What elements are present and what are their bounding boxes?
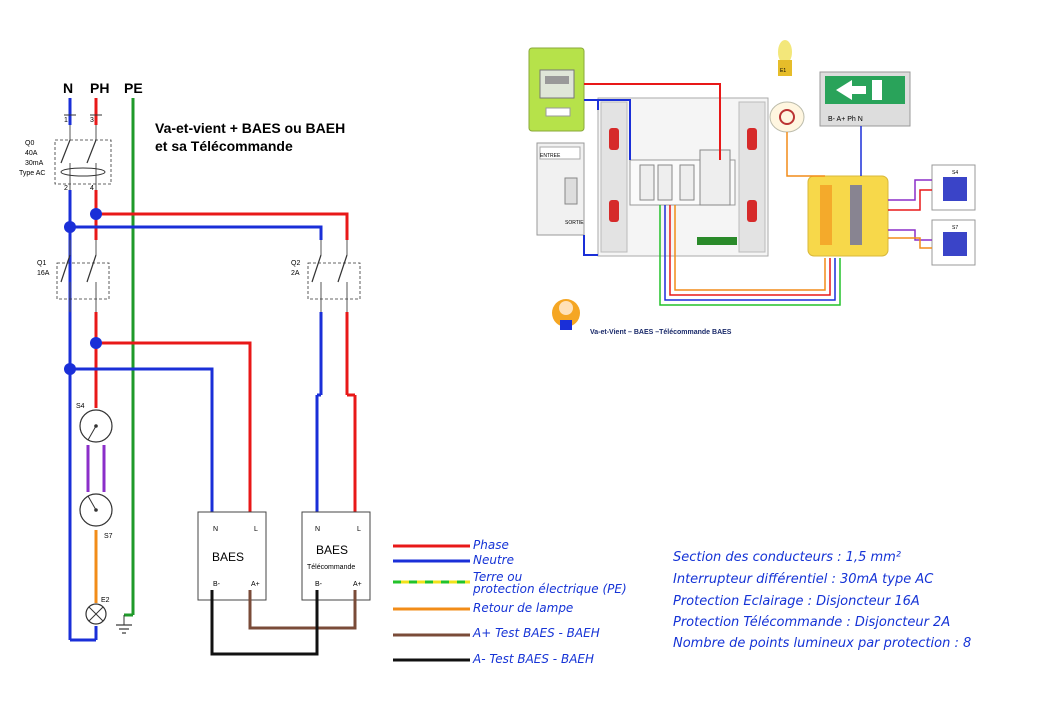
legend-earth-line2: protection électrique (PE): [472, 582, 627, 596]
baes-box: N L BAES B- A+: [197, 511, 267, 601]
switch-s4: S4: [76, 403, 113, 443]
baes-a-terminal: A+: [251, 581, 260, 588]
q0-terminal-2: 2: [64, 185, 68, 192]
baes-l-terminal: L: [254, 526, 258, 533]
remote-l-terminal: L: [357, 526, 361, 533]
lamp-e1-label: E1: [780, 68, 786, 74]
note-points: Nombre de points lumineux par protection…: [673, 636, 971, 651]
lamp-e2-label: E2: [101, 597, 110, 604]
diagram-title-line1: Va-et-vient + BAES ou BAEH: [155, 120, 345, 136]
legend-earth: Terre ou: [473, 570, 523, 584]
entree-label: ENTREE: [540, 153, 561, 159]
note-section: Section des conducteurs : 1,5 mm²: [673, 550, 901, 565]
switch-s7-label: S7: [104, 533, 113, 540]
q0-sensitivity: 30mA: [25, 160, 44, 167]
q1-rating: 16A: [37, 270, 50, 277]
remote-title: BAES: [316, 543, 348, 557]
feed-wires: [68, 98, 135, 615]
remote-circuit: [315, 312, 357, 520]
q0-terminal-3: 3: [90, 117, 94, 124]
baes-remote-box: N L BAES Télécommande B- A+: [301, 511, 371, 601]
baes-b-terminal: B-: [213, 581, 221, 588]
remote-b-terminal: B-: [315, 581, 323, 588]
lighting-circuit: [64, 312, 252, 642]
neutral-label: N: [63, 80, 73, 96]
phase-label: PH: [90, 80, 109, 96]
legend-aplus: A+ Test BAES - BAEH: [472, 626, 600, 640]
device-s4-label: S4: [952, 170, 958, 176]
lamp-e2: E2: [85, 597, 110, 625]
q2-name: Q2: [291, 260, 300, 267]
switch-s4-label: S4: [76, 403, 85, 410]
legend: Phase Neutre Terre ou protection électri…: [393, 538, 627, 666]
legend-aminus: A- Test BAES - BAEH: [472, 652, 594, 666]
q2-breaker: Q2 2A: [291, 240, 361, 312]
illustration-caption: Va-et-Vient – BAES –Télécommande BAES: [590, 329, 732, 336]
baes-title: BAES: [212, 550, 244, 564]
q1-name: Q1: [37, 260, 46, 267]
technical-notes: Section des conducteurs : 1,5 mm² Interr…: [673, 550, 971, 651]
exit-sign-terminals: B- A+ Ph N: [828, 116, 863, 123]
legend-lamp-return: Retour de lampe: [473, 601, 573, 615]
legend-phase: Phase: [473, 538, 509, 552]
earth-label: PE: [124, 80, 143, 96]
switch-s7: S7: [79, 493, 113, 540]
test-bus-wires: [210, 590, 357, 656]
note-remote: Protection Télécommande : Disjoncteur 2A: [673, 615, 950, 630]
q0-terminal-4: 4: [90, 185, 94, 192]
remote-subtitle: Télécommande: [307, 564, 355, 571]
remote-n-terminal: N: [315, 526, 320, 533]
note-differential: Interrupteur différentiel : 30mA type AC: [673, 572, 934, 587]
distribution-bus: [64, 190, 349, 640]
q0-name: Q0: [25, 140, 34, 147]
q0-rating: 40A: [25, 150, 38, 157]
note-lighting: Protection Eclairage : Disjoncteur 16A: [673, 594, 920, 609]
remote-a-terminal: A+: [353, 581, 362, 588]
diagram-title-line2: et sa Télécommande: [155, 138, 293, 154]
q2-rating: 2A: [291, 270, 300, 277]
sortie-label: SORTIE: [565, 220, 584, 226]
q0-terminal-1: 1: [64, 117, 68, 124]
q0-type: Type AC: [19, 170, 45, 177]
device-s7-label: S7: [952, 225, 958, 231]
q0-differential-switch: 1 3 2 4 Q0 40A 30mA Type AC: [19, 114, 112, 192]
earth-symbol: [116, 613, 133, 634]
legend-neutral: Neutre: [473, 553, 514, 567]
installation-illustration: ENTREE SORTIE B- A+ Ph N: [528, 40, 976, 336]
baes-n-terminal: N: [213, 526, 218, 533]
q1-breaker: Q1 16A: [37, 240, 110, 312]
bulb-icon: [778, 40, 792, 64]
